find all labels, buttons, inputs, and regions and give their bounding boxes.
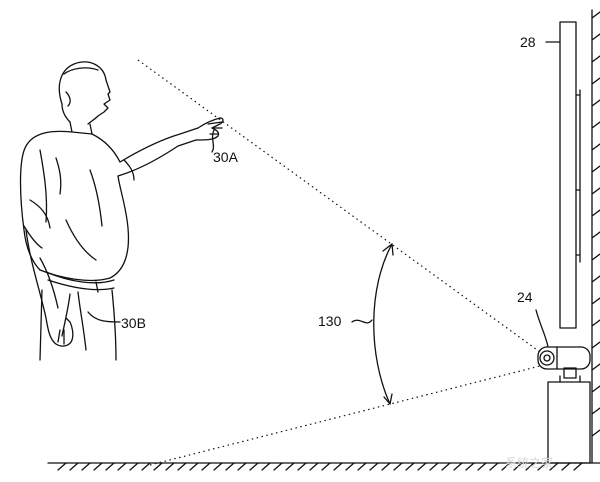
hand-leader-line	[211, 129, 215, 153]
display-panel	[545, 21, 581, 329]
angle-label: 130	[318, 313, 342, 329]
sensor-label: 24	[517, 289, 533, 305]
upper-view-ray	[137, 59, 541, 353]
angle-arc	[351, 243, 394, 405]
display-label: 28	[520, 34, 536, 50]
lower-view-ray	[149, 365, 541, 466]
sensor-device	[535, 309, 591, 464]
floor	[47, 462, 600, 471]
body-label: 30B	[121, 315, 146, 331]
person-figure	[19, 61, 224, 361]
watermark-text: 系统之家	[505, 455, 553, 470]
hand-label: 30A	[213, 149, 239, 165]
wall	[591, 9, 600, 464]
